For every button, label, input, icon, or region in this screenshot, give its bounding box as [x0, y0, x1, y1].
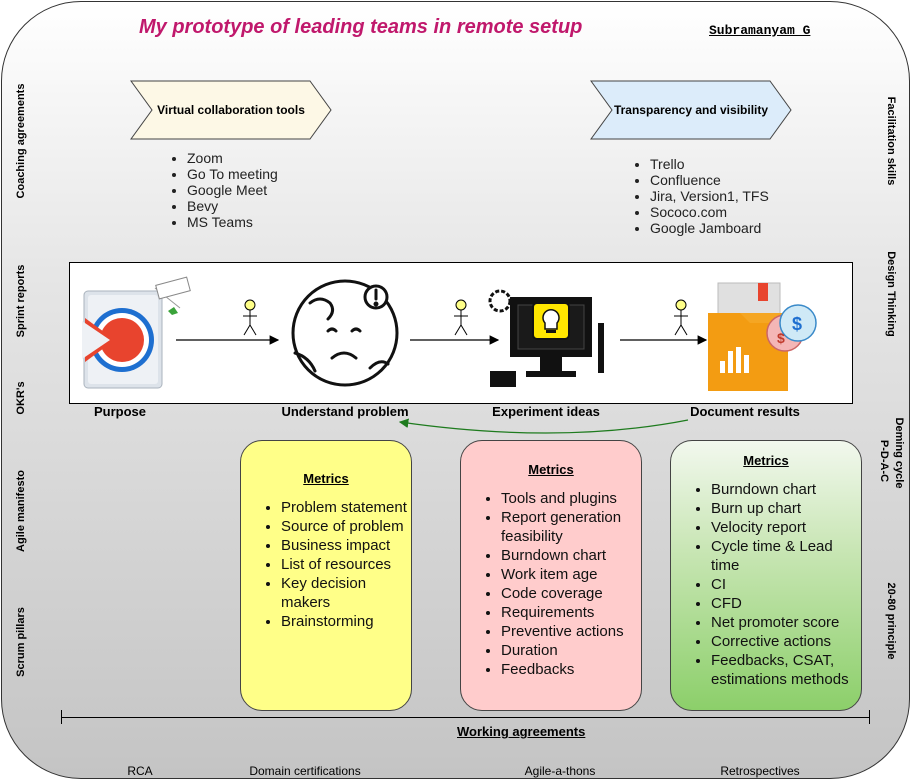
- svg-text:$: $: [777, 330, 785, 346]
- list-item: List of resources: [281, 555, 407, 574]
- list-item: Duration: [501, 641, 637, 660]
- step-label-experiment: Experiment ideas: [492, 404, 600, 419]
- list-item: Velocity report: [711, 518, 857, 537]
- list-item: Key decision makers: [281, 574, 407, 612]
- list-item: Feedbacks: [501, 660, 637, 679]
- target-icon: [82, 276, 191, 389]
- list-item: Go To meeting: [187, 166, 278, 182]
- list-item: Google Meet: [187, 182, 278, 198]
- diagram-title: My prototype of leading teams in remote …: [139, 16, 583, 38]
- list-item: Work item age: [501, 565, 637, 584]
- author-name: Subramanyam G: [709, 23, 811, 38]
- list-item: Problem statement: [281, 498, 407, 517]
- svg-text:$: $: [792, 314, 802, 334]
- step-label-understand: Understand problem: [281, 404, 409, 419]
- list-item: Cycle time & Lead time: [711, 537, 857, 575]
- collab-tools-list: Zoom Go To meeting Google Meet Bevy MS T…: [169, 150, 278, 230]
- working-agreements-line: [61, 717, 870, 718]
- footer-label-retrospectives: Retrospectives: [720, 764, 800, 778]
- list-item: Burn up chart: [711, 499, 857, 518]
- list-item: Burndown chart: [501, 546, 637, 565]
- footer-label-rca: RCA: [127, 764, 153, 778]
- metrics-title: Metrics: [303, 471, 349, 486]
- metrics-title: Metrics: [528, 462, 574, 477]
- list-item: Burndown chart: [711, 480, 857, 499]
- document-chart-icon: $ $: [708, 282, 817, 391]
- person-icon: [454, 299, 468, 336]
- footer-label-domain-certifications: Domain certifications: [249, 764, 361, 778]
- person-icon: [674, 299, 688, 336]
- working-agreements-tick-right: [869, 710, 870, 724]
- transparency-title: Transparency and visibility: [613, 103, 769, 117]
- person-icon: [243, 299, 257, 336]
- list-item: Requirements: [501, 603, 637, 622]
- list-item: Report generation feasibility: [501, 508, 637, 546]
- list-item: Zoom: [187, 150, 278, 166]
- list-item: Trello: [650, 156, 769, 172]
- list-item: Sococo.com: [650, 204, 769, 220]
- sad-globe-icon: [291, 279, 399, 387]
- list-item: MS Teams: [187, 214, 278, 230]
- metrics-list: Burndown chart Burn up chart Velocity re…: [671, 480, 861, 689]
- list-item: Feedbacks, CSAT, estimations methods: [711, 651, 857, 689]
- footer-label-agile-a-thons: Agile-a-thons: [524, 764, 596, 778]
- working-agreements-label: Working agreements: [457, 724, 586, 739]
- step-label-purpose: Purpose: [93, 404, 147, 419]
- list-item: Net promoter score: [711, 613, 857, 632]
- computer-lightbulb-icon: [488, 289, 604, 387]
- metrics-list: Tools and plugins Report generation feas…: [461, 489, 641, 679]
- list-item: Brainstorming: [281, 612, 407, 631]
- process-flow-box: $ $: [69, 262, 853, 404]
- list-item: Jira, Version1, TFS: [650, 188, 769, 204]
- metrics-box-understand: Metrics Problem statement Source of prob…: [240, 440, 412, 711]
- list-item: Corrective actions: [711, 632, 857, 651]
- list-item: Google Jamboard: [650, 220, 769, 236]
- metrics-box-experiment: Metrics Tools and plugins Report generat…: [460, 440, 642, 711]
- list-item: Bevy: [187, 198, 278, 214]
- list-item: Tools and plugins: [501, 489, 637, 508]
- list-item: Code coverage: [501, 584, 637, 603]
- metrics-box-document: Metrics Burndown chart Burn up chart Vel…: [670, 440, 862, 711]
- collab-tools-chevron: Virtual collaboration tools: [130, 80, 332, 140]
- list-item: Source of problem: [281, 517, 407, 536]
- collab-tools-title: Virtual collaboration tools: [157, 103, 305, 117]
- transparency-list: Trello Confluence Jira, Version1, TFS So…: [632, 156, 769, 236]
- step-label-document: Document results: [690, 404, 800, 419]
- metrics-list: Problem statement Source of problem Busi…: [241, 498, 411, 631]
- metrics-title: Metrics: [743, 453, 789, 468]
- list-item: Preventive actions: [501, 622, 637, 641]
- working-agreements-tick-left: [61, 710, 62, 724]
- list-item: CFD: [711, 594, 857, 613]
- list-item: Confluence: [650, 172, 769, 188]
- list-item: CI: [711, 575, 857, 594]
- transparency-chevron: Transparency and visibility: [590, 80, 792, 140]
- list-item: Business impact: [281, 536, 407, 555]
